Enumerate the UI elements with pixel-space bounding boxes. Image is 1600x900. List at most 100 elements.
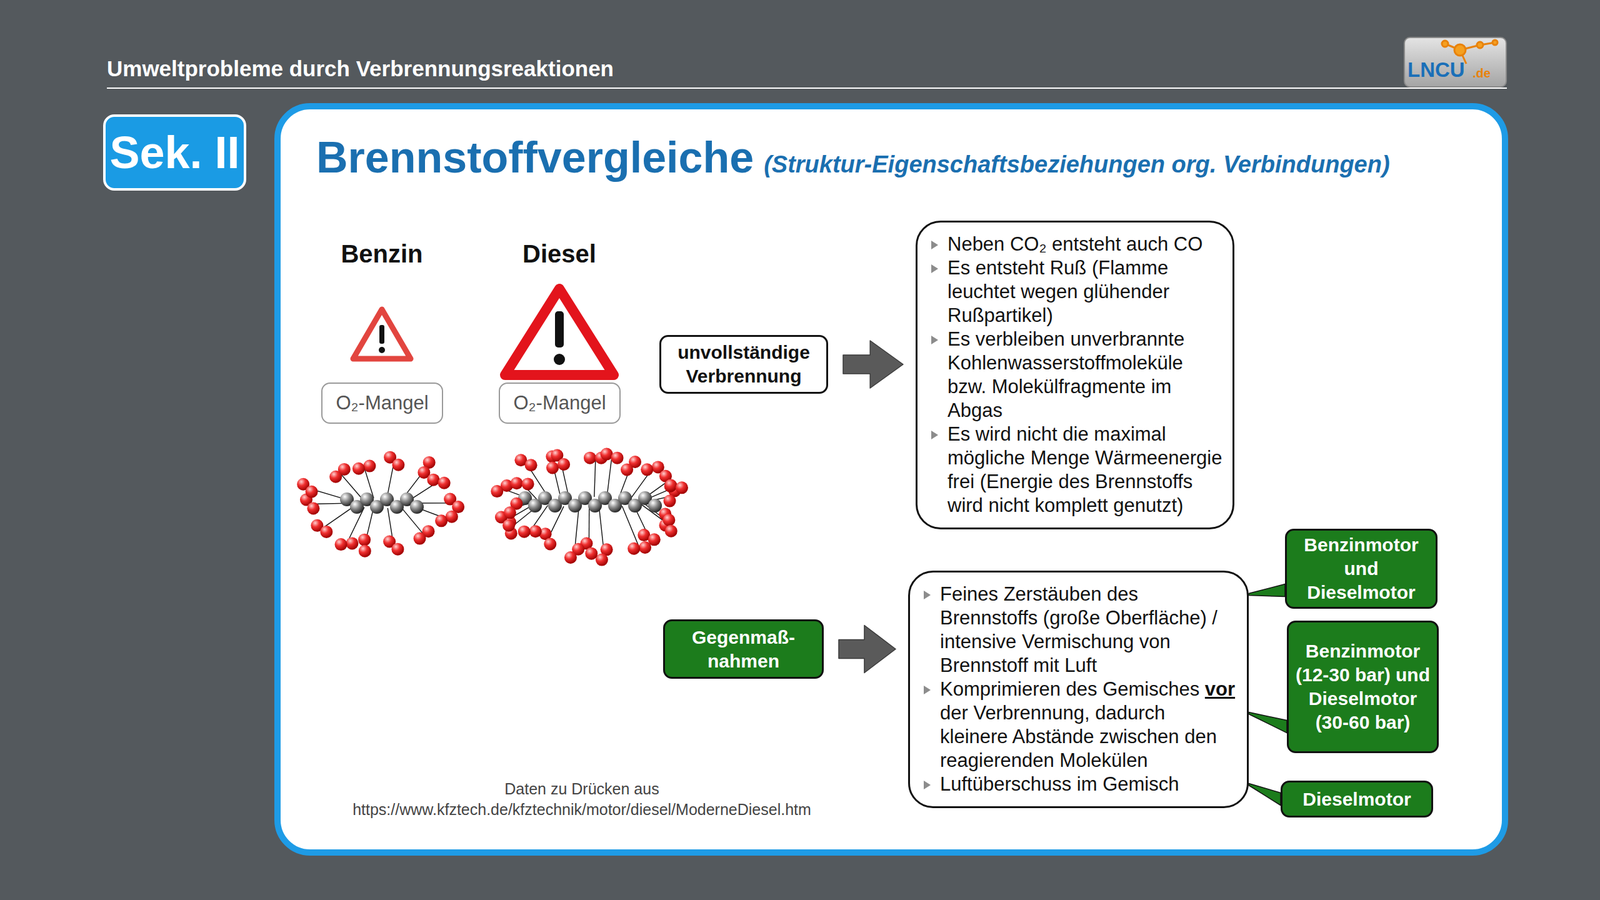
warning-triangle bbox=[505, 288, 614, 375]
page-title: Brennstoffvergleiche bbox=[316, 132, 754, 183]
emphasis: vor bbox=[1205, 678, 1235, 700]
engine-tag: Dieselmotor bbox=[1280, 780, 1434, 818]
oxygen-atom bbox=[435, 514, 448, 527]
oxygen-atom bbox=[358, 545, 372, 558]
carbon-chain bbox=[340, 492, 424, 514]
logo-text: LNCU bbox=[1407, 58, 1465, 82]
oxygen-atom bbox=[664, 479, 677, 492]
oxygen-atom bbox=[627, 542, 640, 555]
node-text: O₂-Mangel bbox=[500, 391, 620, 415]
oxygen-atom bbox=[638, 541, 652, 554]
logo-domain: .de bbox=[1472, 66, 1491, 81]
oxygen-molecules bbox=[296, 451, 465, 558]
callout-wedge bbox=[1248, 584, 1285, 597]
warning-triangle bbox=[353, 309, 411, 359]
oxygen-atom bbox=[595, 553, 609, 567]
logo-atom bbox=[1476, 41, 1484, 49]
oxygen-atom bbox=[665, 525, 678, 538]
oxygen-atom bbox=[305, 485, 319, 499]
carbon-atom bbox=[648, 498, 662, 513]
oxygen-atom bbox=[557, 458, 570, 471]
engine-tag: Benzinmotor und Dieselmotor bbox=[1285, 528, 1438, 609]
engine-tag: Benzinmotor (12-30 bar) und Dieselmotor … bbox=[1286, 620, 1439, 754]
oxygen-atom bbox=[564, 551, 577, 564]
node-text: Benzinmotor (12-30 bar) und Dieselmotor … bbox=[1295, 639, 1431, 735]
logo-atom bbox=[1454, 44, 1466, 56]
oxygen-atom bbox=[521, 477, 535, 490]
bond-line bbox=[621, 506, 640, 549]
oxygen-atom bbox=[426, 473, 440, 487]
carbon-atom bbox=[410, 500, 424, 514]
bond-line bbox=[594, 458, 596, 497]
oxygen-atom bbox=[662, 513, 675, 527]
fuel-name: Benzin bbox=[288, 238, 476, 269]
oxygen-atom bbox=[306, 501, 320, 515]
logo-atom bbox=[1441, 40, 1449, 47]
exclamation-bar bbox=[379, 325, 385, 344]
section-header: Umweltprobleme durch Verbrennungsreaktio… bbox=[106, 56, 614, 82]
bullet-box: Neben CO₂ entsteht auch COEs entsteht Ru… bbox=[915, 220, 1235, 530]
node-text: Benzinmotor und Dieselmotor bbox=[1293, 533, 1430, 605]
petrol-molecule bbox=[296, 451, 465, 558]
node-text: Neben CO₂ entsteht auch CO bbox=[947, 232, 1224, 257]
oxygen-atom bbox=[611, 451, 624, 465]
warning-sign-small bbox=[353, 309, 411, 359]
carbon-chain bbox=[518, 491, 662, 513]
block-arrow bbox=[838, 625, 896, 674]
oxygen-atom bbox=[391, 543, 404, 556]
oxygen-atom bbox=[525, 458, 538, 472]
oxygen-atom bbox=[413, 532, 427, 545]
node-text: Dieselmotor bbox=[1288, 787, 1425, 812]
oxygen-atom bbox=[546, 461, 559, 474]
diesel-molecule bbox=[490, 448, 689, 567]
oxygen-atom bbox=[583, 451, 597, 465]
measure-box: Gegenmaß- nahmen bbox=[663, 619, 824, 679]
oxygen-atom bbox=[503, 506, 517, 519]
node-text: Luftüberschuss im Gemisch bbox=[940, 772, 1239, 797]
oxygen-atom bbox=[640, 463, 654, 476]
source-note: Daten zu Drücken aus bbox=[269, 778, 895, 799]
oxygen-atom bbox=[502, 519, 515, 532]
oxygen-atom bbox=[543, 538, 557, 551]
oxygen-atom bbox=[529, 525, 542, 538]
process-box: unvollständige Verbrennung bbox=[659, 335, 829, 394]
callout-wedge bbox=[1248, 783, 1281, 806]
block-arrow bbox=[843, 340, 904, 389]
subtitle: (Struktur-Eigenschaftsbeziehungen org. V… bbox=[763, 151, 1390, 179]
oxygen-atom bbox=[352, 462, 365, 475]
oxygen-atom bbox=[335, 538, 348, 551]
fuel-name: Diesel bbox=[465, 238, 654, 269]
title-row: Brennstoffvergleiche (Struktur-Eigenschaf… bbox=[316, 132, 1492, 183]
level-badge: Sek. II bbox=[103, 114, 247, 191]
condition-box: O₂-Mangel bbox=[321, 382, 444, 424]
condition-box: O₂-Mangel bbox=[498, 382, 621, 424]
bond-lines bbox=[501, 456, 677, 555]
oxygen-atom bbox=[320, 525, 333, 539]
source-url: https://www.kfztech.de/kfztechnik/motor/… bbox=[269, 799, 895, 820]
oxygen-atom bbox=[663, 495, 676, 508]
node-text: Gegenmaß- nahmen bbox=[673, 625, 814, 674]
bullet-box: Feines Zerstäuben des Brennstoffs (große… bbox=[908, 570, 1249, 809]
node-text: Feines Zerstäuben des Brennstoffs (große… bbox=[940, 582, 1239, 678]
node-text: Es wird nicht die maximal mögliche Menge… bbox=[947, 422, 1224, 518]
node-text: unvollständige Verbrennung bbox=[666, 340, 822, 389]
oxygen-atom bbox=[345, 536, 359, 550]
oxygen-atom bbox=[363, 460, 376, 473]
node-text: Es entsteht Ruß (Flamme leuchtet wegen g… bbox=[947, 256, 1224, 328]
exclamation-dot bbox=[553, 353, 565, 365]
warning-sign-large bbox=[505, 288, 614, 375]
bond-line bbox=[606, 456, 612, 498]
bond-lines bbox=[307, 461, 455, 546]
oxygen-atom bbox=[391, 458, 405, 472]
oxygen-atom bbox=[675, 481, 689, 494]
node-text: Es verbleiben unverbrannte Kohlenwassers… bbox=[947, 327, 1224, 423]
node-text: Sek. II bbox=[105, 126, 244, 179]
oxygen-atom bbox=[329, 470, 342, 484]
oxygen-atom bbox=[358, 533, 371, 547]
content-panel bbox=[277, 106, 1505, 853]
logo-plate bbox=[1404, 37, 1507, 87]
oxygen-molecules bbox=[490, 448, 689, 567]
logo-atom bbox=[1492, 40, 1498, 45]
header-rule bbox=[106, 87, 1507, 89]
